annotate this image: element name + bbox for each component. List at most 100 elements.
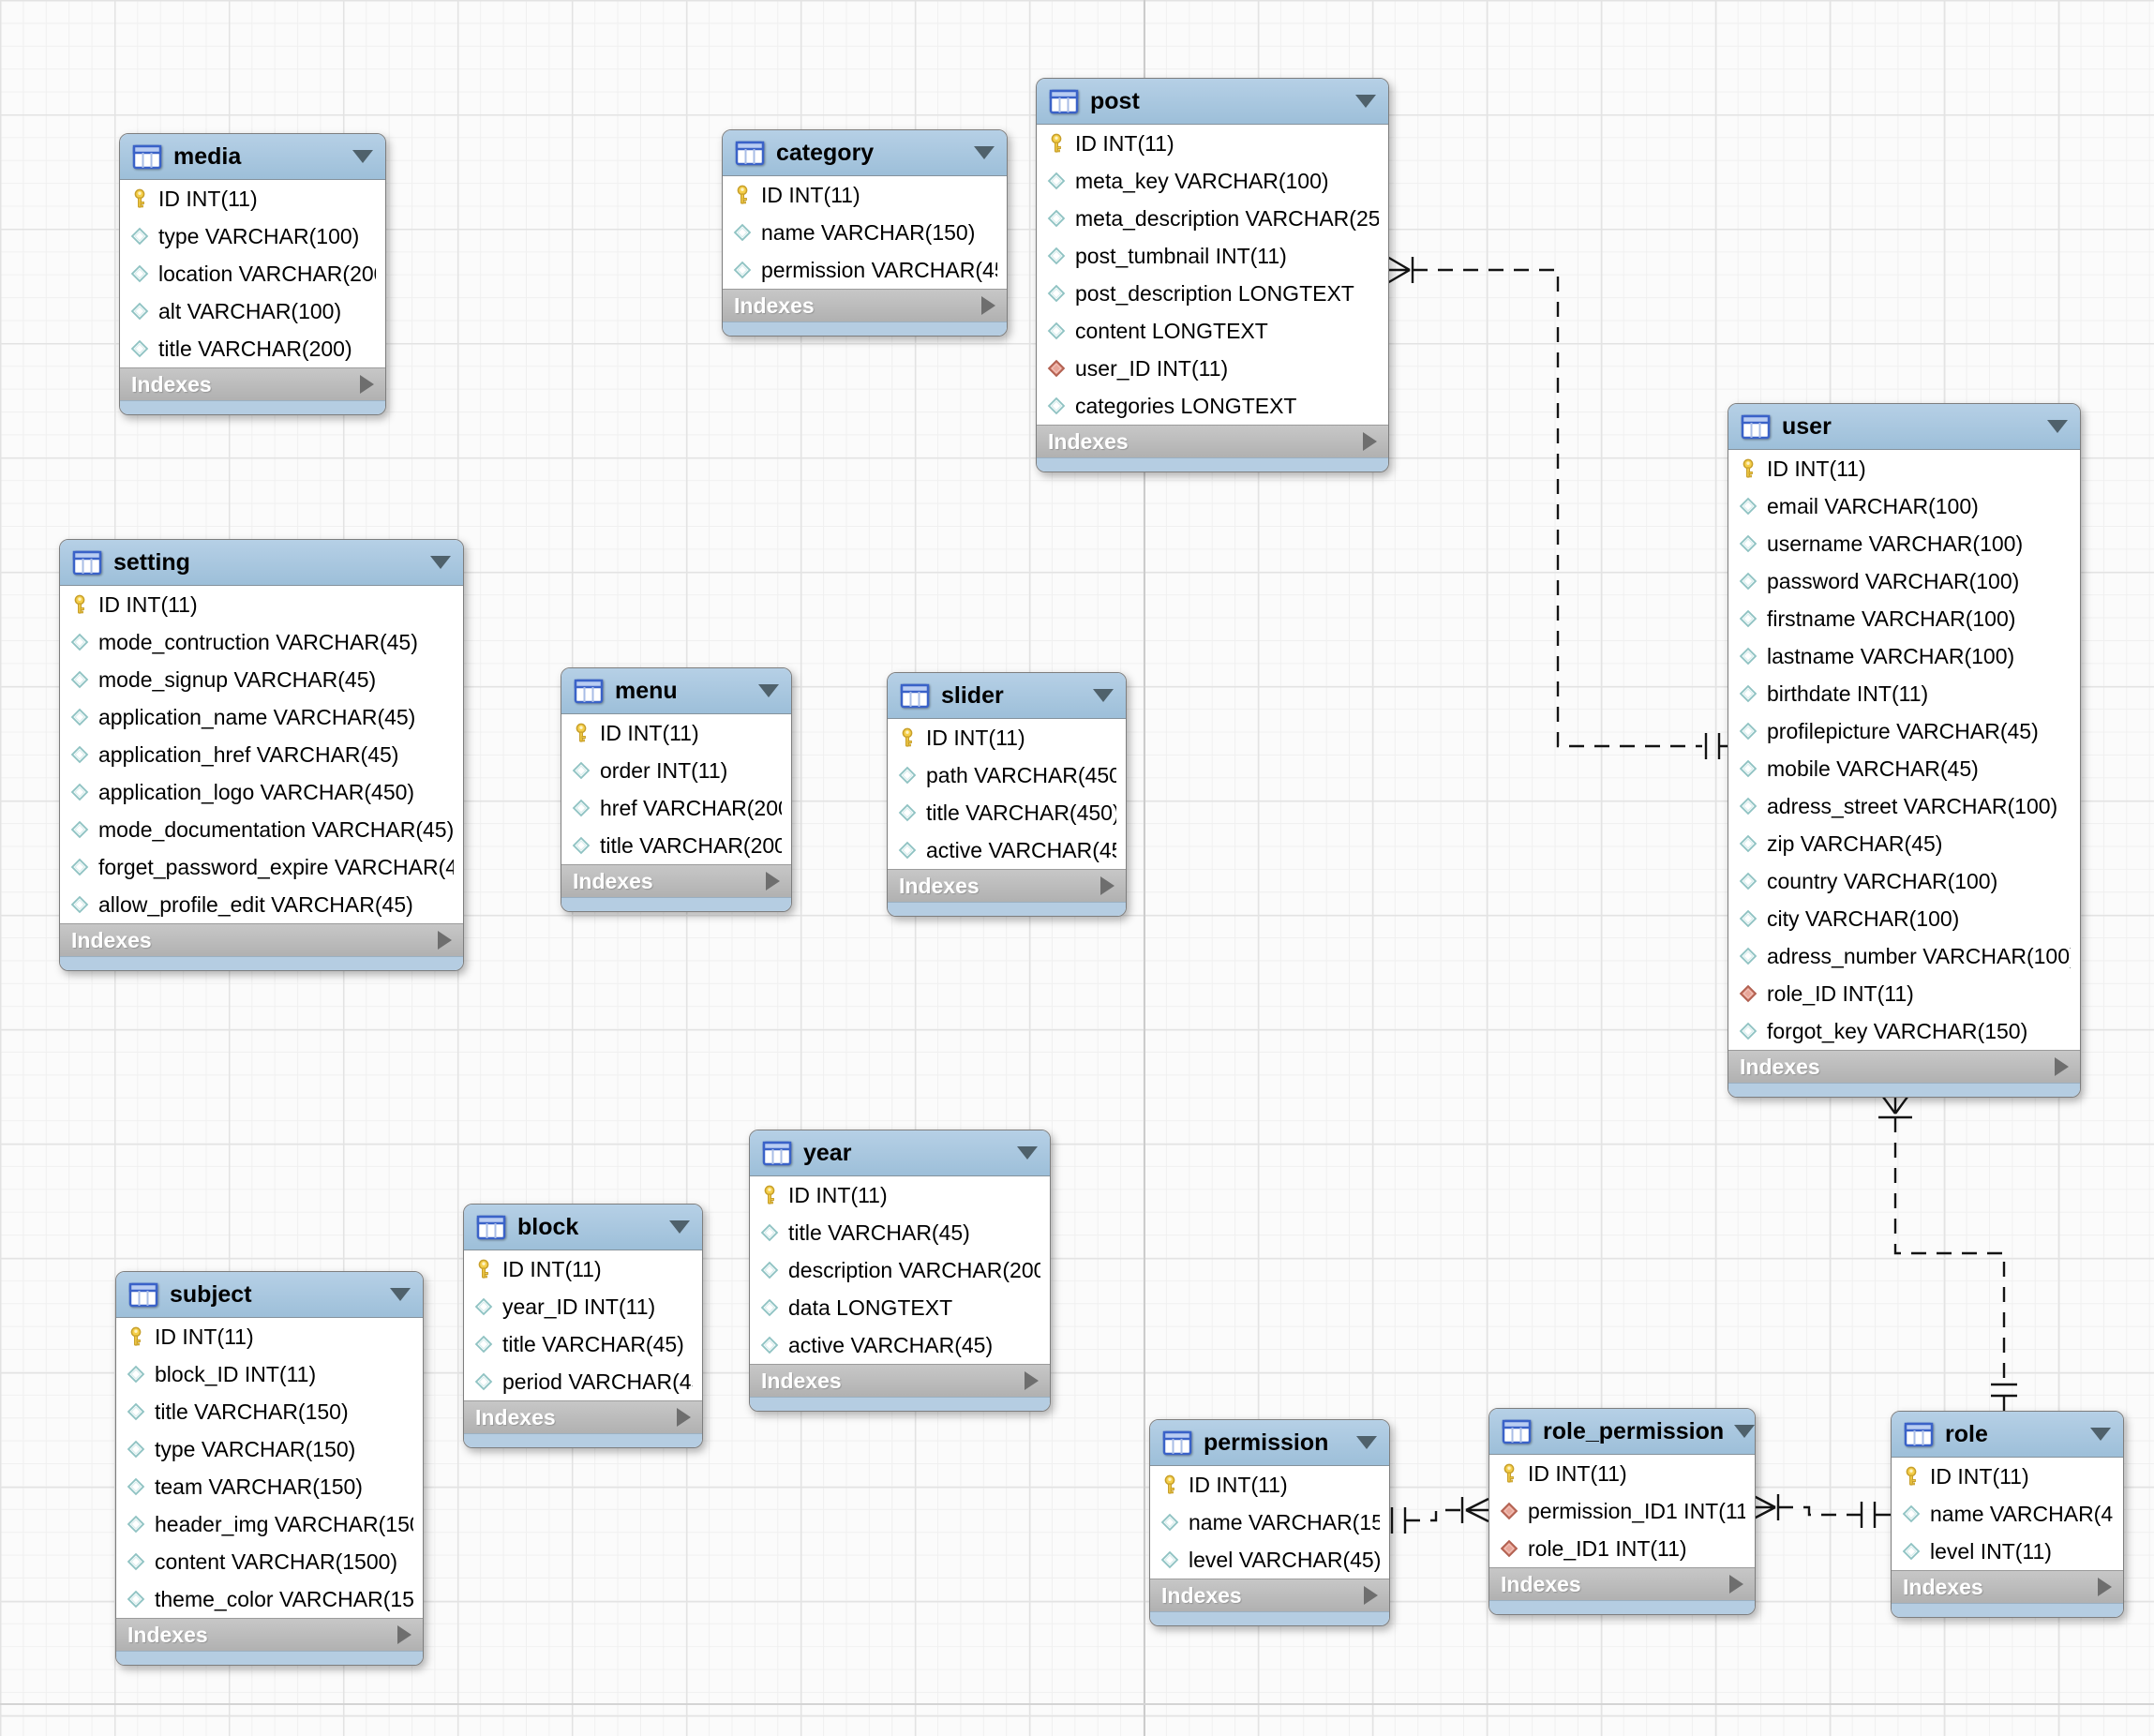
collapse-triangle-icon[interactable] <box>1734 1425 1756 1438</box>
field-row[interactable]: level INT(11) <box>1892 1533 2123 1570</box>
field-row[interactable]: ID INT(11) <box>120 180 385 217</box>
field-row[interactable]: role_ID1 INT(11) <box>1489 1530 1755 1567</box>
field-row[interactable]: type VARCHAR(150) <box>116 1430 423 1468</box>
table-header[interactable]: post <box>1037 79 1388 125</box>
indexes-bar[interactable]: Indexes <box>464 1400 702 1433</box>
field-row[interactable]: header_img VARCHAR(150) <box>116 1505 423 1543</box>
field-row[interactable]: order INT(11) <box>561 752 791 789</box>
field-row[interactable]: mobile VARCHAR(45) <box>1728 750 2080 787</box>
field-row[interactable]: ID INT(11) <box>1892 1458 2123 1495</box>
table-header[interactable]: block <box>464 1205 702 1250</box>
field-row[interactable]: ID INT(11) <box>1150 1466 1389 1504</box>
collapse-triangle-icon[interactable] <box>1356 1436 1377 1449</box>
field-row[interactable]: type VARCHAR(100) <box>120 217 385 255</box>
field-row[interactable]: user_ID INT(11) <box>1037 350 1388 387</box>
table-header[interactable]: subject <box>116 1272 423 1318</box>
field-row[interactable]: ID INT(11) <box>723 176 1007 214</box>
field-row[interactable]: ID INT(11) <box>561 714 791 752</box>
expand-triangle-icon[interactable] <box>397 1625 411 1644</box>
indexes-bar[interactable]: Indexes <box>1489 1567 1755 1600</box>
relationship-post-user[interactable] <box>1386 255 1728 759</box>
field-row[interactable]: content VARCHAR(1500) <box>116 1543 423 1580</box>
collapse-triangle-icon[interactable] <box>1017 1146 1038 1160</box>
field-row[interactable]: alt VARCHAR(100) <box>120 292 385 330</box>
field-row[interactable]: content LONGTEXT <box>1037 312 1388 350</box>
field-row[interactable]: meta_description VARCHAR(250) <box>1037 200 1388 237</box>
expand-triangle-icon[interactable] <box>1025 1371 1039 1390</box>
field-row[interactable]: post_tumbnail INT(11) <box>1037 237 1388 275</box>
indexes-bar[interactable]: Indexes <box>723 289 1007 322</box>
indexes-bar[interactable]: Indexes <box>116 1618 423 1651</box>
expand-triangle-icon[interactable] <box>2098 1578 2112 1596</box>
field-row[interactable]: role_ID INT(11) <box>1728 975 2080 1012</box>
field-row[interactable]: team VARCHAR(150) <box>116 1468 423 1505</box>
field-row[interactable]: active VARCHAR(45) <box>888 831 1126 869</box>
table-header[interactable]: year <box>750 1130 1050 1176</box>
indexes-bar[interactable]: Indexes <box>1037 425 1388 457</box>
field-row[interactable]: city VARCHAR(100) <box>1728 900 2080 937</box>
collapse-triangle-icon[interactable] <box>1355 95 1376 108</box>
collapse-triangle-icon[interactable] <box>1093 689 1114 702</box>
field-row[interactable]: block_ID INT(11) <box>116 1355 423 1393</box>
field-row[interactable]: adress_street VARCHAR(100) <box>1728 787 2080 825</box>
field-row[interactable]: forgot_key VARCHAR(150) <box>1728 1012 2080 1050</box>
expand-triangle-icon[interactable] <box>360 375 374 394</box>
collapse-triangle-icon[interactable] <box>758 684 779 697</box>
relationship-permission-role_permission[interactable] <box>1384 1497 1489 1534</box>
collapse-triangle-icon[interactable] <box>390 1288 411 1301</box>
collapse-triangle-icon[interactable] <box>974 146 995 159</box>
expand-triangle-icon[interactable] <box>438 931 452 950</box>
table-header[interactable]: slider <box>888 673 1126 719</box>
expand-triangle-icon[interactable] <box>1364 1586 1378 1605</box>
field-row[interactable]: name VARCHAR(150) <box>1150 1504 1389 1541</box>
field-row[interactable]: meta_key VARCHAR(100) <box>1037 162 1388 200</box>
field-row[interactable]: adress_number VARCHAR(100) <box>1728 937 2080 975</box>
indexes-bar[interactable]: Indexes <box>60 923 463 956</box>
field-row[interactable]: title VARCHAR(45) <box>750 1214 1050 1251</box>
field-row[interactable]: allow_profile_edit VARCHAR(45) <box>60 886 463 923</box>
table-header[interactable]: role_permission <box>1489 1409 1756 1455</box>
field-row[interactable]: active VARCHAR(45) <box>750 1326 1050 1364</box>
field-row[interactable]: title VARCHAR(150) <box>116 1393 423 1430</box>
field-row[interactable]: path VARCHAR(450) <box>888 756 1126 794</box>
field-row[interactable]: ID INT(11) <box>60 586 463 623</box>
field-row[interactable]: ID INT(11) <box>1037 125 1388 162</box>
indexes-bar[interactable]: Indexes <box>888 869 1126 902</box>
expand-triangle-icon[interactable] <box>677 1408 691 1427</box>
field-row[interactable]: forget_password_expire VARCHAR(45) <box>60 848 463 886</box>
field-row[interactable]: profilepicture VARCHAR(45) <box>1728 712 2080 750</box>
table-header[interactable]: media <box>120 134 385 180</box>
field-row[interactable]: categories LONGTEXT <box>1037 387 1388 425</box>
field-row[interactable]: permission VARCHAR(45) <box>723 251 1007 289</box>
collapse-triangle-icon[interactable] <box>430 556 451 569</box>
field-row[interactable]: mode_documentation VARCHAR(45) <box>60 811 463 848</box>
field-row[interactable]: title VARCHAR(200) <box>120 330 385 367</box>
field-row[interactable]: data LONGTEXT <box>750 1289 1050 1326</box>
table-header[interactable]: user <box>1728 404 2080 450</box>
relationship-role_permission-role[interactable] <box>1753 1494 1891 1528</box>
field-row[interactable]: year_ID INT(11) <box>464 1288 702 1325</box>
table-header[interactable]: setting <box>60 540 463 586</box>
collapse-triangle-icon[interactable] <box>352 150 373 163</box>
field-row[interactable]: application_href VARCHAR(45) <box>60 736 463 773</box>
indexes-bar[interactable]: Indexes <box>1150 1579 1389 1611</box>
collapse-triangle-icon[interactable] <box>2047 420 2068 433</box>
field-row[interactable]: href VARCHAR(200) <box>561 789 791 827</box>
indexes-bar[interactable]: Indexes <box>120 367 385 400</box>
field-row[interactable]: location VARCHAR(200) <box>120 255 385 292</box>
expand-triangle-icon[interactable] <box>1729 1575 1743 1594</box>
field-row[interactable]: lastname VARCHAR(100) <box>1728 637 2080 675</box>
expand-triangle-icon[interactable] <box>981 296 995 315</box>
field-row[interactable]: ID INT(11) <box>750 1176 1050 1214</box>
field-row[interactable]: name VARCHAR(150) <box>723 214 1007 251</box>
